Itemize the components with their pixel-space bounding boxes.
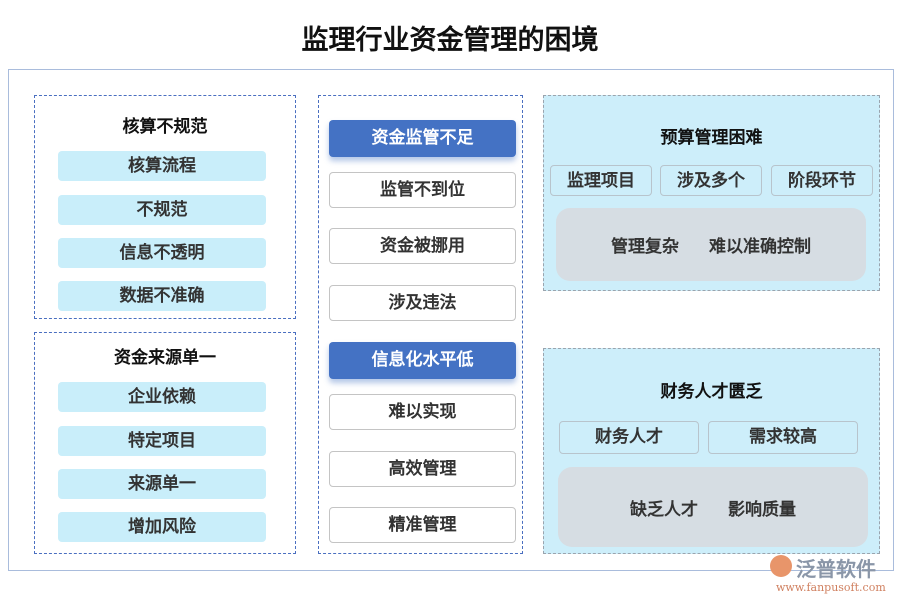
- chip: 阶段环节: [771, 165, 873, 196]
- logo-name: 泛普软件: [796, 557, 876, 581]
- list-item: 涉及违法: [329, 285, 516, 321]
- logo-url: www.fanpusoft.com: [776, 581, 886, 594]
- talent-box: 财务人才匮乏 财务人才 需求较高 缺乏人才 影响质量: [543, 348, 880, 554]
- list-item: 精准管理: [329, 507, 516, 543]
- box-title: 资金来源单一: [114, 348, 216, 368]
- diagram-frame: [8, 69, 894, 571]
- box-title: 财务人才匮乏: [660, 382, 763, 402]
- detail-text: 影响质量: [728, 499, 796, 520]
- section-header: 信息化水平低: [329, 342, 516, 379]
- list-item: 数据不准确: [58, 281, 266, 311]
- detail-panel: 缺乏人才 影响质量: [558, 467, 868, 547]
- box-title: 核算不规范: [122, 117, 208, 137]
- funding-source-box: 资金来源单一 企业依赖 特定项目 来源单一 增加风险: [34, 332, 296, 554]
- fanpusoft-logo: 泛普软件 www.fanpusoft.com: [770, 553, 895, 598]
- page-title: 监理行业资金管理的困境: [301, 25, 599, 56]
- chip: 监理项目: [550, 165, 652, 196]
- logo-icon: [770, 555, 792, 577]
- accounting-box: 核算不规范 核算流程 不规范 信息不透明 数据不准确: [34, 95, 296, 319]
- detail-text: 缺乏人才: [630, 499, 698, 520]
- box-title: 预算管理困难: [660, 128, 763, 148]
- budget-box: 预算管理困难 监理项目 涉及多个 阶段环节 管理复杂 难以准确控制: [543, 95, 880, 291]
- list-item: 来源单一: [58, 469, 266, 499]
- section-header: 资金监管不足: [329, 120, 516, 157]
- middle-box: [318, 95, 523, 554]
- detail-text: 难以准确控制: [709, 237, 811, 257]
- list-item: 资金被挪用: [329, 228, 516, 264]
- list-item: 不规范: [58, 195, 266, 225]
- list-item: 核算流程: [58, 151, 266, 181]
- list-item: 监管不到位: [329, 172, 516, 208]
- chip: 需求较高: [708, 421, 858, 454]
- list-item: 特定项目: [58, 426, 266, 456]
- chip: 财务人才: [559, 421, 699, 454]
- detail-panel: 管理复杂 难以准确控制: [556, 208, 866, 281]
- list-item: 信息不透明: [58, 238, 266, 268]
- list-item: 企业依赖: [58, 382, 266, 412]
- list-item: 高效管理: [329, 451, 516, 487]
- list-item: 增加风险: [58, 512, 266, 542]
- detail-text: 管理复杂: [611, 237, 679, 257]
- list-item: 难以实现: [329, 394, 516, 430]
- chip: 涉及多个: [660, 165, 762, 196]
